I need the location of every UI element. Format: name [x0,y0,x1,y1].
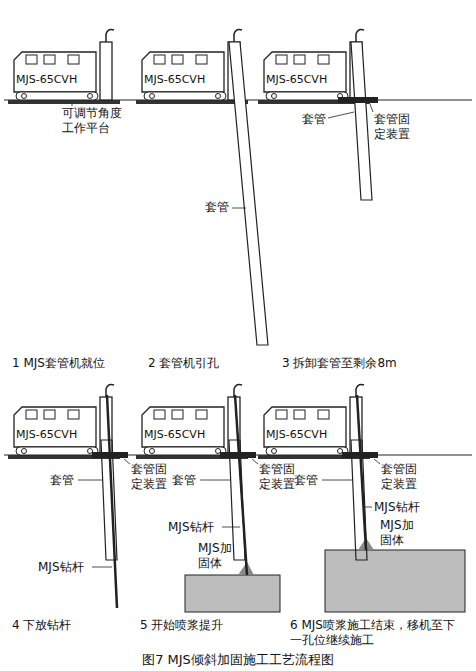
part-label: 套管固定装置 [374,112,410,142]
part-label: 套管 [50,473,74,488]
mjs-reinforced-body [325,550,465,612]
drill-rod [235,395,247,575]
drill-rod [357,395,366,550]
part-label: MJS钻杆 [374,500,420,515]
part-label: 套管固定装置 [131,462,167,492]
part-label: 套管固定装置 [381,462,417,492]
mjs-reinforced-body [185,575,280,612]
casing-fixing-device [342,452,378,458]
machine-label: MJS-65CVH [144,427,205,442]
part-label: MJS加固体 [380,518,416,548]
casing-pipe [351,42,372,200]
part-label: 套管 [172,473,196,488]
leader-lines [72,103,380,567]
casing-fixing-device [220,452,256,458]
casing-fixing-device [338,97,378,103]
part-label: 套管 [205,200,229,215]
machine-label: MJS-65CVH [16,72,77,87]
step-caption: 3 拆卸套管至剩余8m [282,356,397,371]
mjs-machine [258,385,370,460]
machine-label: MJS-65CVH [266,427,327,442]
part-label: 套管 [302,112,326,127]
casing-pipe [229,42,268,345]
casing-machine [8,30,120,105]
part-label: MJS钻杆 [168,520,214,535]
step-caption: 4 下放钻杆 [12,618,71,633]
step-caption: 1 MJS套管机就位 [12,356,105,371]
machine-label: MJS-65CVH [144,72,205,87]
part-label: MJS加固体 [198,541,234,571]
step-caption: 2 套管机引孔 [148,356,219,371]
machine-label: MJS-65CVH [266,72,327,87]
figure-caption: 图7 MJS倾斜加固施工工艺流程图 [0,652,476,667]
step-caption: 6 MJS喷浆施工结束，移机至下一孔位继续施工 [290,618,466,648]
part-label: 可调节角度工作平台 [62,106,122,136]
drill-rod [107,395,117,608]
mjs-machine [8,385,120,460]
step-caption: 5 开始喷浆提升 [140,618,223,633]
part-label: MJS钻杆 [38,560,84,575]
part-label: 套管 [294,473,318,488]
casing-fixing-device [92,452,128,458]
part-label: 套管固定装置 [259,462,295,492]
machine-label: MJS-65CVH [16,427,77,442]
mjs-machine [136,385,248,460]
